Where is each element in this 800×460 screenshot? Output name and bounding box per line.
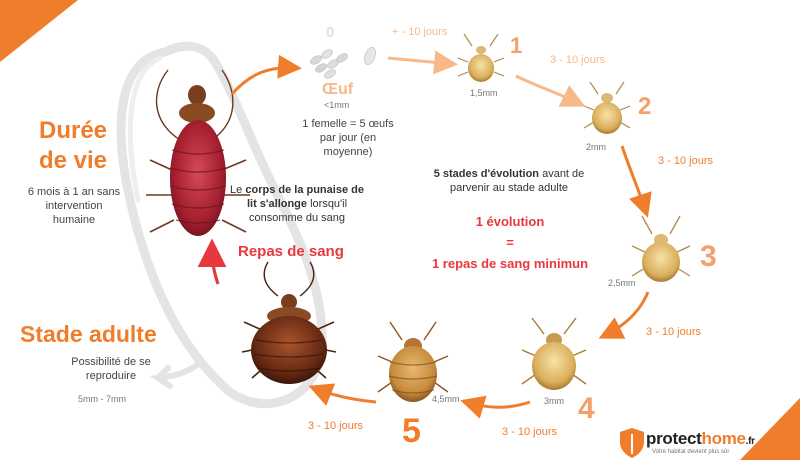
egg-size: <1mm xyxy=(324,100,350,110)
nymph-stage-2-icon xyxy=(583,81,631,134)
evolution-label: 1 évolution xyxy=(475,214,545,229)
duration-stage2-to-stage3: 3 - 10 jours xyxy=(658,155,714,167)
stages-note-bold: 5 stades d'évolution xyxy=(433,168,540,180)
adult-stage-description: Possibilité de se reproduire xyxy=(71,356,151,382)
stage-4-size: 3mm xyxy=(544,396,564,406)
adult-size: 5mm - 7mm xyxy=(78,394,126,404)
duration-stage4-to-stage5: 3 - 10 jours xyxy=(502,426,558,438)
arrow-stage5-to-adult xyxy=(308,383,377,406)
nymph-stage-3-icon xyxy=(631,215,691,282)
brand-name-1: protect xyxy=(646,429,702,448)
adult-bedbug-icon xyxy=(241,261,337,384)
stage-1-size: 1,5mm xyxy=(470,88,498,98)
protecthome-shield-icon xyxy=(620,428,644,458)
duration-egg-to-stage1: + - 10 jours xyxy=(392,26,448,38)
body-note-bold: corps de la punaise de lit s'allonge xyxy=(245,184,364,210)
body-note-pre: Le xyxy=(230,184,243,196)
duration-stage5-to-adult: 3 - 10 jours xyxy=(308,420,364,432)
stages-note-rest: avant de parvenir au stade adulte xyxy=(449,168,585,194)
brand-tagline: Votre habitat devient plus sûr xyxy=(652,449,730,455)
female-eggs-note: 1 femelle = 5 œufs par jour (en moyenne) xyxy=(302,118,394,158)
fed-bedbug-icon xyxy=(146,69,250,236)
stages-note: 5 stades d'évolution avant de parvenir a… xyxy=(424,168,594,196)
blood-meal-label: Repas de sang xyxy=(238,243,344,260)
stage-5-size: 4,5mm xyxy=(432,394,460,404)
lifespan-title-line1: Durée xyxy=(38,117,108,144)
corner-decoration-bottom-right xyxy=(740,398,800,460)
lifespan-title: Durée de vie xyxy=(18,116,128,176)
brand-name-2: home xyxy=(701,429,746,448)
arrow-adult-to-egg xyxy=(230,54,302,96)
lifespan-description: 6 mois à 1 an sans intervention humaine xyxy=(27,186,121,226)
corner-decoration-top-left xyxy=(0,0,78,62)
body-stretch-note: Le corps de la punaise de lit s'allonge … xyxy=(228,184,366,225)
duration-stage1-to-stage2: 3 - 10 jours xyxy=(550,54,606,66)
body-note-post: lorsqu'il consomme du sang xyxy=(249,197,348,224)
min-blood-meal-label: 1 repas de sang minimun xyxy=(431,256,589,271)
sketch-arrow xyxy=(149,359,203,389)
brand-logo: protecthome.fr xyxy=(646,428,755,449)
adult-stage-title: Stade adulte xyxy=(20,321,157,347)
brand-tld: .fr xyxy=(745,436,755,447)
stage-2-number: 2 xyxy=(638,93,652,120)
stage-1-number: 1 xyxy=(510,33,523,58)
stage-2-size: 2mm xyxy=(586,142,606,152)
arrow-blood-meal xyxy=(197,238,227,285)
stage-4-number: 4 xyxy=(578,392,595,425)
stage-3-size: 2,5mm xyxy=(608,278,636,288)
nymph-stage-4-icon xyxy=(521,317,587,390)
duration-stage3-to-stage4: 3 - 10 jours xyxy=(646,326,702,338)
egg-stage-number: 0 xyxy=(326,24,335,41)
arrow-stage1-to-stage2 xyxy=(515,74,586,107)
nymph-stage-5-icon xyxy=(377,321,449,402)
arrow-stage3-to-stage4 xyxy=(598,291,650,339)
nymph-stage-1-icon xyxy=(457,33,505,82)
equals-sign: = xyxy=(506,235,514,250)
arrow-stage2-to-stage3 xyxy=(620,145,652,218)
stage-3-number: 3 xyxy=(700,240,717,273)
eggs-icon xyxy=(310,47,376,79)
lifespan-title-line2: de vie xyxy=(38,147,108,174)
stage-5-number: 5 xyxy=(402,412,421,450)
arrow-egg-to-stage1 xyxy=(387,50,458,75)
egg-label: Œuf xyxy=(322,81,354,98)
arrow-stage4-to-stage5 xyxy=(460,395,531,419)
